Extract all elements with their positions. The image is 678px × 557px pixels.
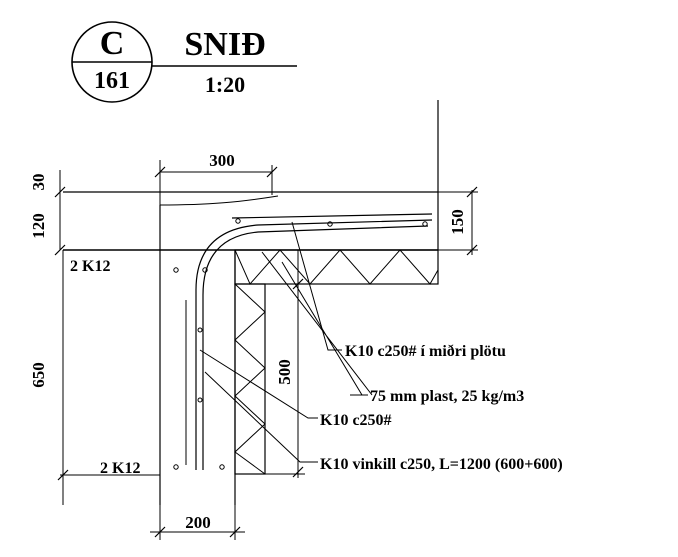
insulation-vertical [234,283,266,475]
dim-tick [229,526,241,538]
dim-tick [54,244,66,256]
leader-callout-4 [204,371,318,463]
rebar-dot [173,464,179,470]
leader-callout-1 [291,221,342,351]
rebar-dot [197,397,203,403]
dim-500-label: 500 [275,359,294,385]
rebar-dot [197,327,203,333]
dim-tick [466,186,478,198]
section-letter: C [100,25,125,62]
dim-tick [466,244,478,256]
rebar-dot [327,221,333,227]
rebar-dot [219,464,225,470]
rebar-slab-top [231,213,433,219]
dim-200-label: 200 [185,513,211,532]
rebar-top-label: 2 K12 [70,258,110,275]
dim-650-label: 650 [29,362,48,388]
leader-lines [199,221,373,463]
rebar-bottom-label: 2 K12 [100,460,140,477]
dim-tick [292,278,304,290]
insulation-zigzag-vertical [234,283,266,475]
section-scale: 1:20 [205,72,245,97]
callout-3-label: K10 c250# [320,412,392,429]
rebar-l-bar-outer [195,219,433,470]
rebar-dot [202,267,208,273]
callout-2-label: 75 mm plast, 25 kg/m3 [370,388,524,405]
dim-tick [266,166,278,178]
dim-150-label: 150 [448,209,467,235]
rebar-dot [173,267,179,273]
title-block: C 161 SNIÐ 1:20 [71,21,297,103]
sheet-number: 161 [94,68,130,94]
dim-tick [54,186,66,198]
slab-taper-line [159,195,279,206]
leader-callout-2 [261,251,373,396]
rebar-l-bar-inner [202,225,429,470]
leader-callout-3 [199,349,318,419]
rebar-dot [422,221,428,227]
dim-tick [292,466,304,478]
dim-30-label: 30 [29,174,48,191]
insulation-zigzag-horizontal [234,249,439,285]
dim-300-label: 300 [209,151,235,170]
concrete-outline [60,100,439,505]
dim-tick [154,166,166,178]
dim-tick [154,526,166,538]
insulation [234,249,439,475]
rebar-dot [235,218,241,224]
dim-120-label: 120 [29,213,48,239]
dimension-lines [54,160,478,540]
insulation-horizontal [234,249,439,285]
callout-1-label: K10 c250# í miðri plötu [345,343,506,360]
callout-4-label: K10 vinkill c250, L=1200 (600+600) [320,456,563,473]
section-title: SNIÐ [184,26,265,63]
reinforcement [173,213,433,470]
dim-tick [57,469,69,481]
